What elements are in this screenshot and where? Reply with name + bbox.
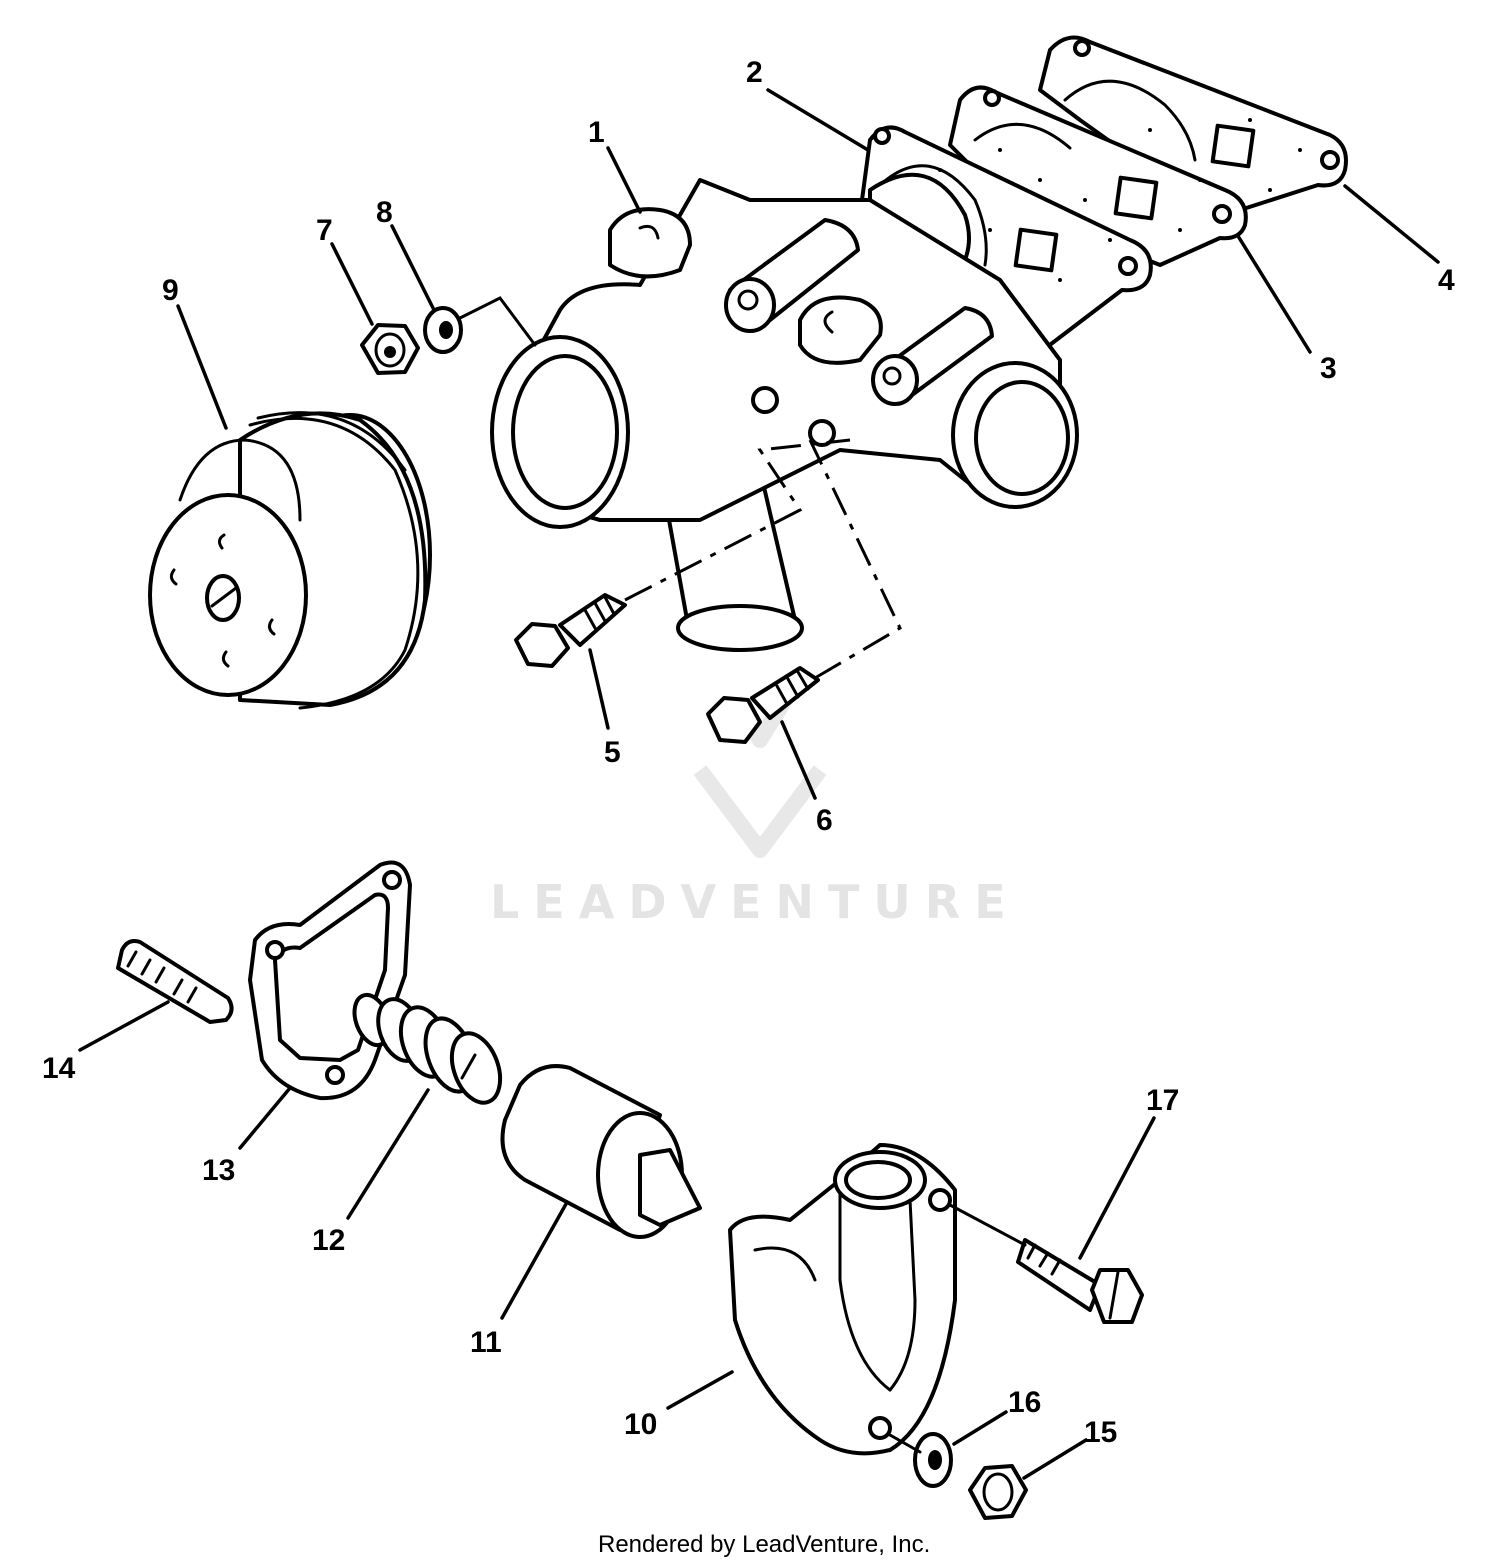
thermostat[interactable]	[500, 1064, 702, 1239]
nut-15[interactable]	[968, 1464, 1028, 1520]
thermostat-housing[interactable]	[728, 1143, 957, 1456]
bolt-5[interactable]	[514, 593, 627, 668]
leader-lines	[78, 88, 1440, 1480]
credit-text: Rendered by LeadVenture, Inc.	[598, 1531, 930, 1558]
pulley[interactable]	[148, 411, 432, 710]
callout-9[interactable]: 9	[162, 274, 179, 307]
gasket-4[interactable]	[1038, 35, 1348, 212]
callout-4[interactable]: 4	[1438, 264, 1455, 297]
thermostat-gasket[interactable]	[248, 860, 412, 1101]
spring[interactable]	[348, 990, 509, 1109]
callout-12[interactable]: 12	[312, 1224, 345, 1257]
bolt-17[interactable]	[1016, 1238, 1144, 1324]
nut-7[interactable]	[360, 323, 420, 375]
callout-17[interactable]: 17	[1146, 1084, 1179, 1117]
callout-3[interactable]: 3	[1320, 352, 1337, 385]
stud[interactable]	[116, 939, 234, 1024]
bolt-6[interactable]	[706, 666, 820, 744]
callout-2[interactable]: 2	[746, 56, 763, 89]
callout-1[interactable]: 1	[588, 116, 605, 149]
callouts: 1 2 3 4 5 6 7 8 9 10 11 12 13 14 15 16 1…	[42, 56, 1455, 1449]
callout-11[interactable]: 11	[470, 1326, 502, 1359]
washer-16[interactable]	[913, 1432, 953, 1488]
callout-5[interactable]: 5	[604, 736, 621, 769]
water-pump-housing[interactable]	[490, 178, 1079, 652]
lock-washer-8[interactable]	[423, 306, 463, 354]
bolt-alignment-lines	[624, 438, 902, 680]
callout-13[interactable]: 13	[202, 1154, 235, 1187]
callout-8[interactable]: 8	[376, 196, 393, 229]
washer-alignment-line	[458, 296, 537, 347]
callout-10[interactable]: 10	[624, 1408, 657, 1441]
callout-7[interactable]: 7	[316, 214, 333, 247]
callout-15[interactable]: 15	[1084, 1416, 1117, 1449]
gasket-3[interactable]	[948, 85, 1248, 267]
washer-16-alignment-line	[888, 1433, 922, 1454]
bolt-17-alignment-line	[948, 1203, 1027, 1247]
watermark-text: LEADVENTURE	[490, 875, 1020, 929]
callout-14[interactable]: 14	[42, 1052, 76, 1085]
callout-16[interactable]: 16	[1008, 1386, 1041, 1419]
callout-6[interactable]: 6	[816, 804, 833, 837]
